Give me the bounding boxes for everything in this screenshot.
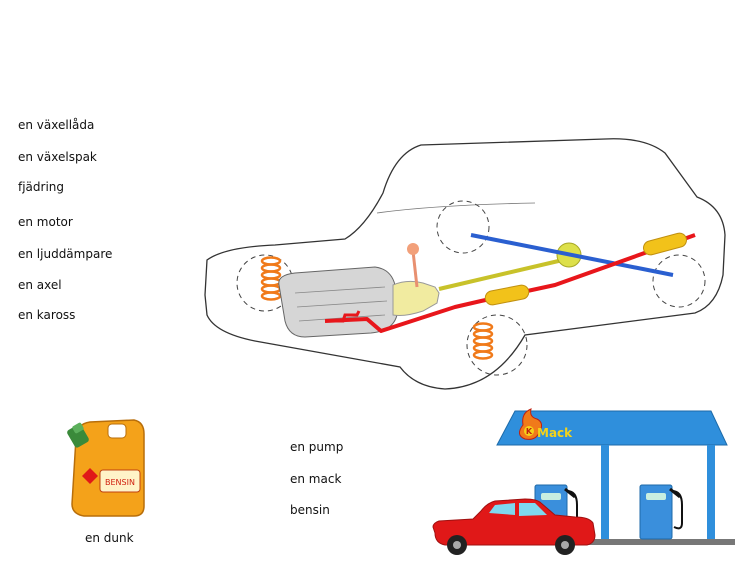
- fuel-can-label: BENSIN: [99, 469, 141, 493]
- red-car: [432, 498, 596, 555]
- muffler-rear: [643, 232, 687, 256]
- gear-lever: [411, 250, 419, 288]
- wheel-rear-right: [652, 254, 706, 308]
- word-vaxelspak: en växelspak: [18, 150, 97, 164]
- car-window-line: [376, 202, 536, 214]
- station-pillar-left: [601, 445, 609, 539]
- word-axel: en axel: [18, 278, 62, 292]
- car-body-outline: [204, 138, 726, 390]
- drive-shaft: [438, 257, 568, 291]
- station-ground: [575, 539, 735, 545]
- engine-block: [278, 266, 398, 338]
- wheel-rear-left: [436, 200, 490, 254]
- exhaust-pipe: [324, 233, 696, 333]
- rear-axle: [470, 233, 674, 277]
- word-ljuddampare: en ljuddämpare: [18, 247, 113, 261]
- fuel-station-illustration: K Mack: [432, 408, 735, 555]
- station-sign-text: Mack: [537, 426, 573, 440]
- spring-front: [260, 256, 282, 301]
- fuel-can-label-text: BENSIN: [105, 478, 135, 487]
- exhaust-manifold: [325, 310, 361, 323]
- spring-rear: [472, 322, 494, 360]
- word-vaxellada: en växellåda: [18, 118, 95, 132]
- word-motor: en motor: [18, 215, 73, 229]
- word-mack: en mack: [290, 472, 342, 486]
- wheel-front-right: [466, 314, 528, 376]
- word-bensin: bensin: [290, 503, 330, 517]
- fuel-pump-right: [639, 484, 683, 540]
- gear-lever-knob: [407, 243, 419, 255]
- flame-hazard-icon: [82, 468, 98, 484]
- station-pillar-right: [707, 445, 715, 539]
- car-cutaway-illustration: [204, 138, 726, 390]
- word-kaross: en kaross: [18, 308, 76, 322]
- word-pump: en pump: [290, 440, 344, 454]
- gearbox: [392, 280, 440, 316]
- muffler-front: [484, 284, 530, 306]
- fuel-can-cap: [67, 422, 89, 448]
- station-logo-letter: K: [526, 427, 533, 436]
- fuel-can-caption: en dunk: [85, 531, 134, 545]
- fuel-can-illustration: BENSIN: [67, 419, 145, 517]
- fuel-can-handle: [107, 423, 127, 439]
- station-roof: [496, 410, 728, 446]
- word-fjadring: fjädring: [18, 180, 65, 194]
